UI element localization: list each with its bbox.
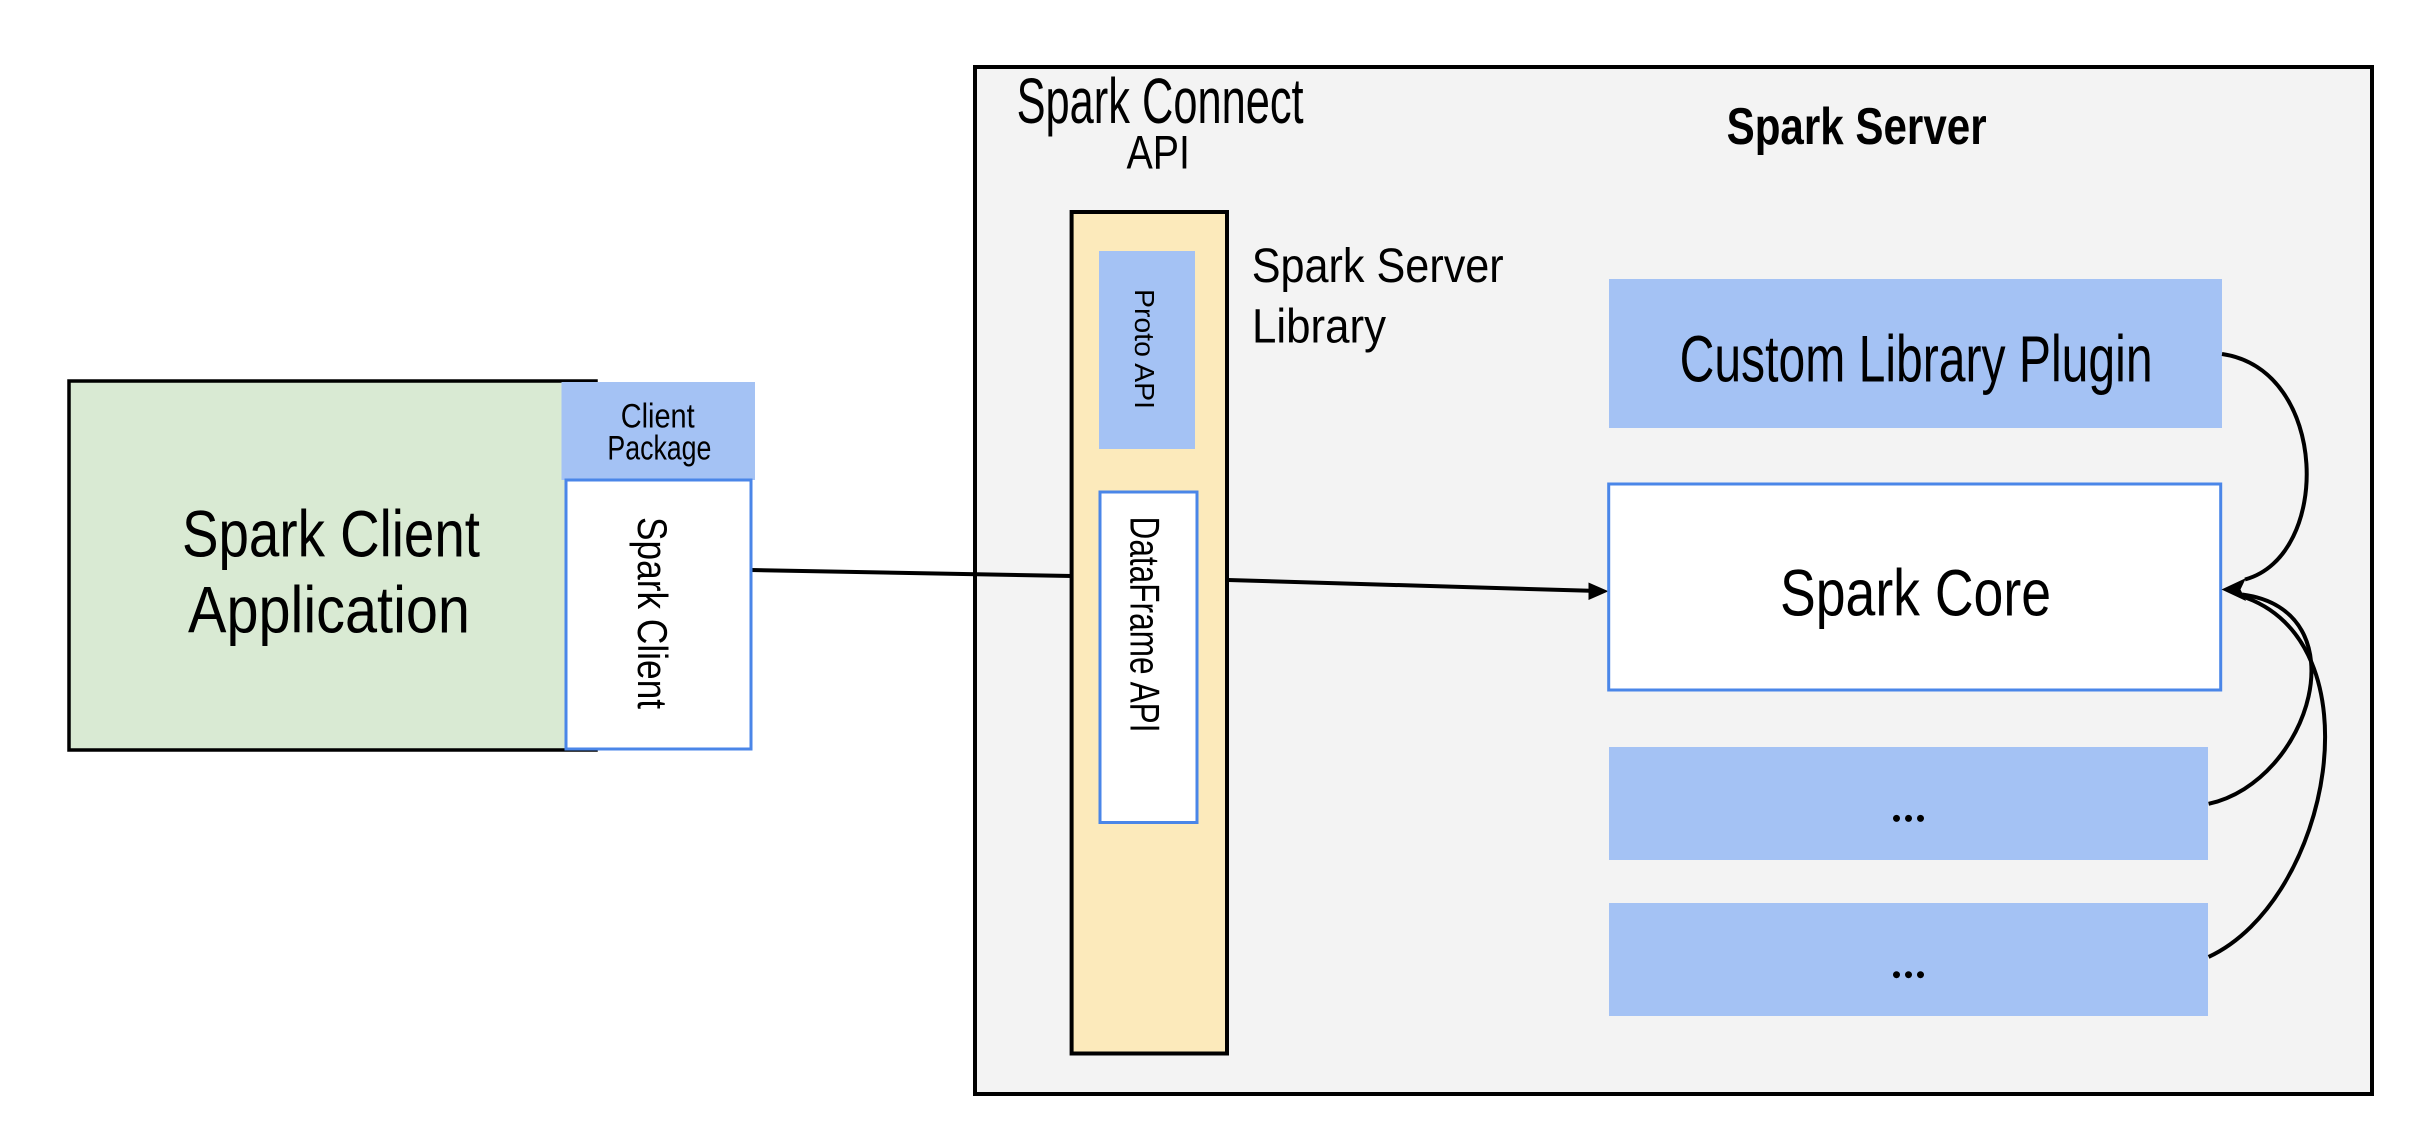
svg-text:Spark Client Application: Spark Client Application xyxy=(182,496,498,646)
svg-text:Spark Connect: Spark Connect xyxy=(1017,65,1304,137)
svg-text:Spark Server: Spark Server xyxy=(1727,98,1987,156)
svg-text:Proto API: Proto API xyxy=(1129,289,1160,409)
svg-text:Custom Library Plugin: Custom Library Plugin xyxy=(1680,321,2153,395)
svg-text:Spark Core: Spark Core xyxy=(1780,556,2051,630)
svg-text:Spark Server Library: Spark Server Library xyxy=(1252,240,1517,353)
svg-text:Spark Client: Spark Client xyxy=(629,517,676,709)
svg-text:Client Package: Client Package xyxy=(607,397,711,467)
svg-text:DataFrame API: DataFrame API xyxy=(1122,517,1169,733)
svg-text:API: API xyxy=(1127,126,1191,179)
